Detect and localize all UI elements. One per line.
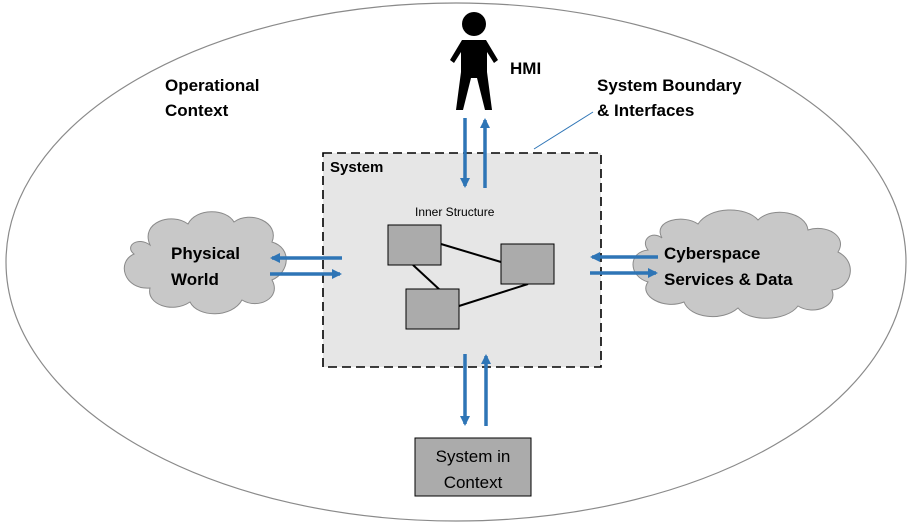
physical-world-label-line2: World: [171, 270, 219, 289]
system-boundary-label-line1: System Boundary: [597, 76, 742, 95]
connector-line: [458, 283, 529, 307]
boundary-pointer-line: [533, 111, 594, 150]
cyberspace-label-line2: Services & Data: [664, 270, 793, 289]
component-box: [500, 243, 555, 285]
system-in-context-label-line2: Context: [444, 473, 503, 492]
system-label: System: [330, 159, 383, 176]
connector-line: [440, 243, 502, 263]
cyberspace-cloud: [632, 209, 851, 319]
inner-structure-label: Inner Structure: [415, 205, 495, 219]
cyberspace-label-line1: Cyberspace: [664, 244, 760, 263]
system-in-context-label-line1: System in: [436, 447, 511, 466]
connector-line: [412, 264, 441, 291]
hmi-label: HMI: [510, 59, 541, 78]
system-boundary-label-line2: & Interfaces: [597, 101, 694, 120]
system-in-context-box: [414, 437, 532, 497]
person-icon: [450, 12, 498, 110]
physical-world-label-line1: Physical: [171, 244, 240, 263]
physical-world-cloud: [123, 211, 287, 315]
system-box: [322, 152, 602, 368]
component-box: [387, 224, 442, 266]
operational-context-label-line2: Context: [165, 101, 229, 120]
operational-context-label-line1: Operational: [165, 76, 259, 95]
component-box: [405, 288, 460, 330]
